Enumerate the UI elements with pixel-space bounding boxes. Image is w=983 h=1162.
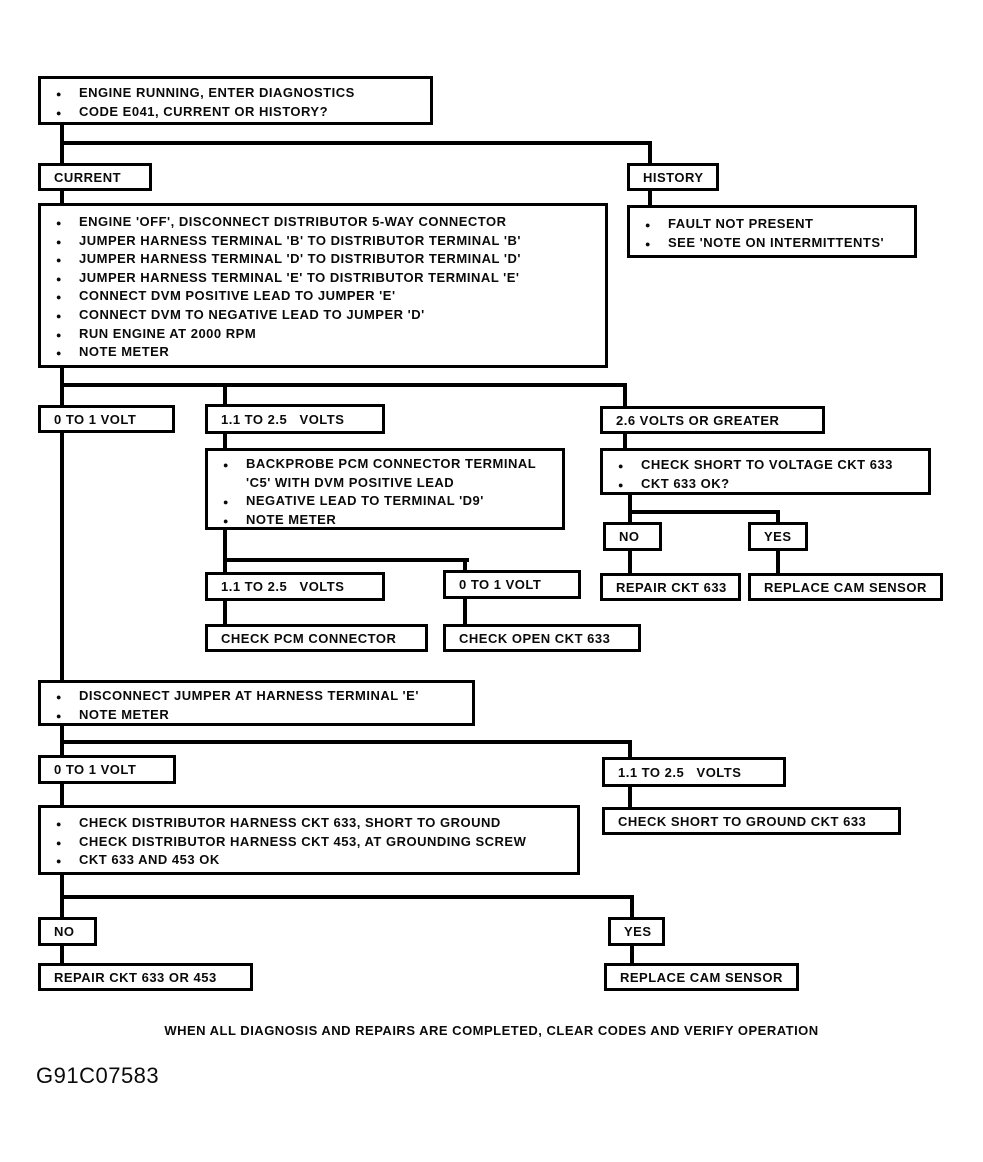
volt-1-1-2-5-label-c: 1.1 TO 2.5 VOLTS <box>602 757 786 787</box>
yes-label-a: YES <box>748 522 808 551</box>
repair-ckt-633-node: REPAIR CKT 633 <box>600 573 741 601</box>
flow-text-line: RUN ENGINE AT 2000 RPM <box>41 325 605 344</box>
connector-line <box>60 875 64 897</box>
connector-line <box>630 899 634 917</box>
flow-text-line: FAULT NOT PRESENT <box>630 215 914 234</box>
flow-text-line: NOTE METER <box>41 343 605 362</box>
connector-line <box>60 895 634 899</box>
connector-line <box>223 387 227 404</box>
connector-line <box>60 725 64 742</box>
volt-0-1-label-c: 0 TO 1 VOLT <box>38 755 176 784</box>
volt-2-6-plus-label: 2.6 VOLTS OR GREATER <box>600 406 825 434</box>
flow-text-line: CHECK SHORT TO VOLTAGE CKT 633 <box>603 456 928 475</box>
connector-line <box>60 368 64 385</box>
flow-text-line: 'C5' WITH DVM POSITIVE LEAD <box>246 474 455 490</box>
repair-ckt-633-or-453-node: REPAIR CKT 633 OR 453 <box>38 963 253 991</box>
current-branch-label: CURRENT <box>38 163 152 191</box>
flow-text-line: NEGATIVE LEAD TO TERMINAL 'D9' <box>208 492 562 511</box>
volt-1-1-2-5-label-b: 1.1 TO 2.5 VOLTS <box>205 572 385 601</box>
flow-text-line: BACKPROBE PCM CONNECTOR TERMINAL <box>208 455 562 474</box>
connector-line <box>223 434 227 448</box>
check-short-voltage-node: CHECK SHORT TO VOLTAGE CKT 633 CKT 633 O… <box>600 448 931 495</box>
connector-line <box>60 383 627 387</box>
connector-line <box>223 601 227 624</box>
connector-line <box>60 190 64 203</box>
connector-line <box>463 562 467 570</box>
replace-cam-sensor-node-a: REPLACE CAM SENSOR <box>748 573 943 601</box>
connector-line <box>60 145 64 163</box>
connector-line <box>60 744 64 755</box>
connector-line <box>60 946 64 963</box>
connector-line <box>628 495 632 512</box>
check-pcm-connector-node: CHECK PCM CONNECTOR <box>205 624 428 652</box>
connector-line <box>628 787 632 807</box>
flow-text-line: NOTE METER <box>41 706 472 725</box>
no-label-b: NO <box>38 917 97 946</box>
connector-line <box>628 551 632 573</box>
connector-line <box>60 124 64 144</box>
flow-text-line: DISCONNECT JUMPER AT HARNESS TERMINAL 'E… <box>41 687 472 706</box>
connector-line <box>463 599 467 624</box>
connector-line <box>60 141 652 145</box>
connector-line <box>623 387 627 406</box>
connector-line <box>623 434 627 448</box>
history-branch-label: HISTORY <box>627 163 719 191</box>
flow-text-line: CONNECT DVM TO NEGATIVE LEAD TO JUMPER '… <box>41 306 605 325</box>
connector-line <box>60 433 64 680</box>
flow-text-line: JUMPER HARNESS TERMINAL 'D' TO DISTRIBUT… <box>41 250 605 269</box>
connector-line <box>60 784 64 805</box>
history-result-node: FAULT NOT PRESENT SEE 'NOTE ON INTERMITT… <box>627 205 917 258</box>
connector-line <box>628 744 632 757</box>
yes-label-b: YES <box>608 917 665 946</box>
connector-line <box>60 387 64 405</box>
flow-text-line: CONNECT DVM POSITIVE LEAD TO JUMPER 'E' <box>41 287 605 306</box>
flow-text-line: CKT 633 AND 453 OK <box>41 851 577 870</box>
flow-text-line: JUMPER HARNESS TERMINAL 'E' TO DISTRIBUT… <box>41 269 605 288</box>
connector-line <box>628 510 780 514</box>
flow-text-line: CHECK DISTRIBUTOR HARNESS CKT 453, AT GR… <box>41 833 577 852</box>
volt-0-1-label-a: 0 TO 1 VOLT <box>38 405 175 433</box>
volt-0-1-label-b: 0 TO 1 VOLT <box>443 570 581 599</box>
connector-line <box>223 558 469 562</box>
connector-line <box>630 946 634 963</box>
connector-line <box>60 740 632 744</box>
flow-text-line: NOTE METER <box>208 511 562 530</box>
check-distributor-node: CHECK DISTRIBUTOR HARNESS CKT 633, SHORT… <box>38 805 580 875</box>
flow-text-line: CHECK DISTRIBUTOR HARNESS CKT 633, SHORT… <box>41 814 577 833</box>
volt-1-1-2-5-label-a: 1.1 TO 2.5 VOLTS <box>205 404 385 434</box>
flow-text-line: JUMPER HARNESS TERMINAL 'B' TO DISTRIBUT… <box>41 232 605 251</box>
flow-text-line: CODE E041, CURRENT OR HISTORY? <box>41 103 430 122</box>
footer-note: WHEN ALL DIAGNOSIS AND REPAIRS ARE COMPL… <box>164 1023 819 1038</box>
disconnect-jumper-node: DISCONNECT JUMPER AT HARNESS TERMINAL 'E… <box>38 680 475 726</box>
figure-code: G91C07583 <box>36 1063 160 1088</box>
check-short-ground-node: CHECK SHORT TO GROUND CKT 633 <box>602 807 901 835</box>
check-open-ckt-633-node: CHECK OPEN CKT 633 <box>443 624 641 652</box>
current-test-node: ENGINE 'OFF', DISCONNECT DISTRIBUTOR 5-W… <box>38 203 608 368</box>
connector-line <box>223 530 227 560</box>
flow-text-line: ENGINE RUNNING, ENTER DIAGNOSTICS <box>41 84 430 103</box>
flow-text-line: CKT 633 OK? <box>603 475 928 494</box>
connector-line <box>648 145 652 163</box>
start-node: ENGINE RUNNING, ENTER DIAGNOSTICS CODE E… <box>38 76 433 125</box>
connector-line <box>648 190 652 205</box>
connector-line <box>628 514 632 522</box>
backprobe-pcm-node: BACKPROBE PCM CONNECTOR TERMINAL 'C5' WI… <box>205 448 565 530</box>
connector-line <box>223 562 227 572</box>
no-label-a: NO <box>603 522 662 551</box>
replace-cam-sensor-node-b: REPLACE CAM SENSOR <box>604 963 799 991</box>
flow-text-line: ENGINE 'OFF', DISCONNECT DISTRIBUTOR 5-W… <box>41 213 605 232</box>
connector-line <box>60 899 64 917</box>
connector-line <box>776 551 780 573</box>
connector-line <box>776 514 780 522</box>
flow-text-line: SEE 'NOTE ON INTERMITTENTS' <box>630 234 914 253</box>
